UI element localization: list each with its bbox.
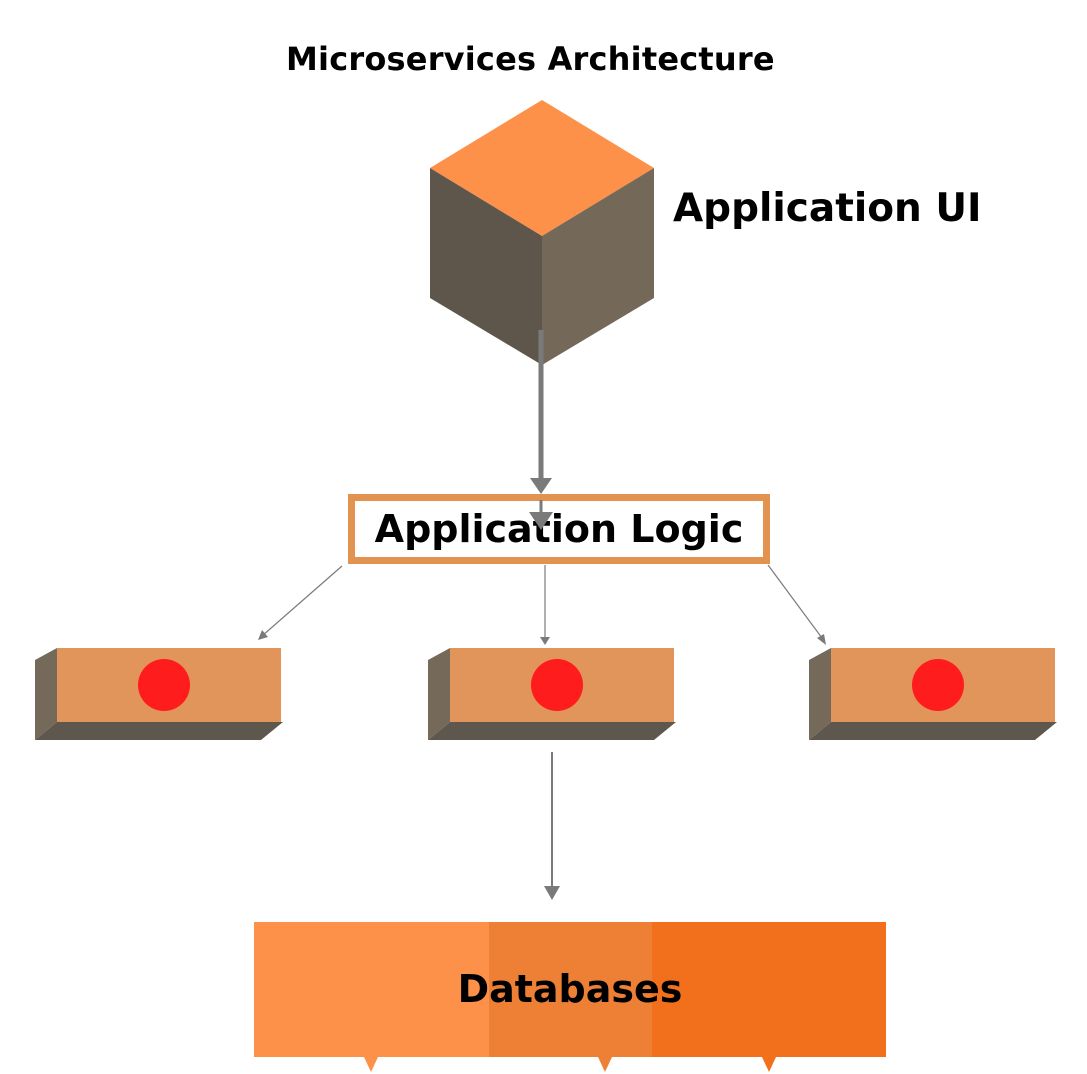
service-block-3 <box>809 648 1057 740</box>
databases-segment-3 <box>652 922 886 1057</box>
application-ui-label: Application UI <box>673 186 982 231</box>
databases-pointer-3 <box>762 1057 776 1072</box>
databases-label: Databases <box>457 967 683 1011</box>
service-bottom-face <box>35 722 283 740</box>
databases-pointer-1 <box>364 1057 378 1072</box>
service-status-dot <box>531 659 583 711</box>
databases-pointer-2 <box>598 1057 612 1072</box>
databases-segment-2 <box>489 922 652 1057</box>
diagram-title: Microservices Architecture <box>286 40 775 78</box>
cube-left-face <box>430 168 542 365</box>
arrow-logic-to-service-3 <box>767 564 826 645</box>
databases-block <box>254 922 886 1072</box>
cube-right-face <box>542 168 654 365</box>
service-side-face <box>35 648 57 740</box>
arrow-logic-to-service-2 <box>540 565 550 645</box>
databases-segment-1 <box>254 922 489 1057</box>
service-side-face <box>809 648 831 740</box>
application-logic-label: Application Logic <box>374 507 744 551</box>
service-bottom-face <box>428 722 676 740</box>
service-status-dot <box>138 659 190 711</box>
service-bottom-face <box>809 722 1057 740</box>
service-block-2 <box>428 648 676 740</box>
services-group <box>35 648 1057 740</box>
application-logic-box: Application Logic <box>348 494 770 564</box>
service-status-dot <box>912 659 964 711</box>
arrow-logic-to-service-1 <box>258 565 343 640</box>
service-block-1 <box>35 648 283 740</box>
application-ui-cube <box>430 100 654 365</box>
service-side-face <box>428 648 450 740</box>
arrow-service-to-databases <box>544 752 560 900</box>
